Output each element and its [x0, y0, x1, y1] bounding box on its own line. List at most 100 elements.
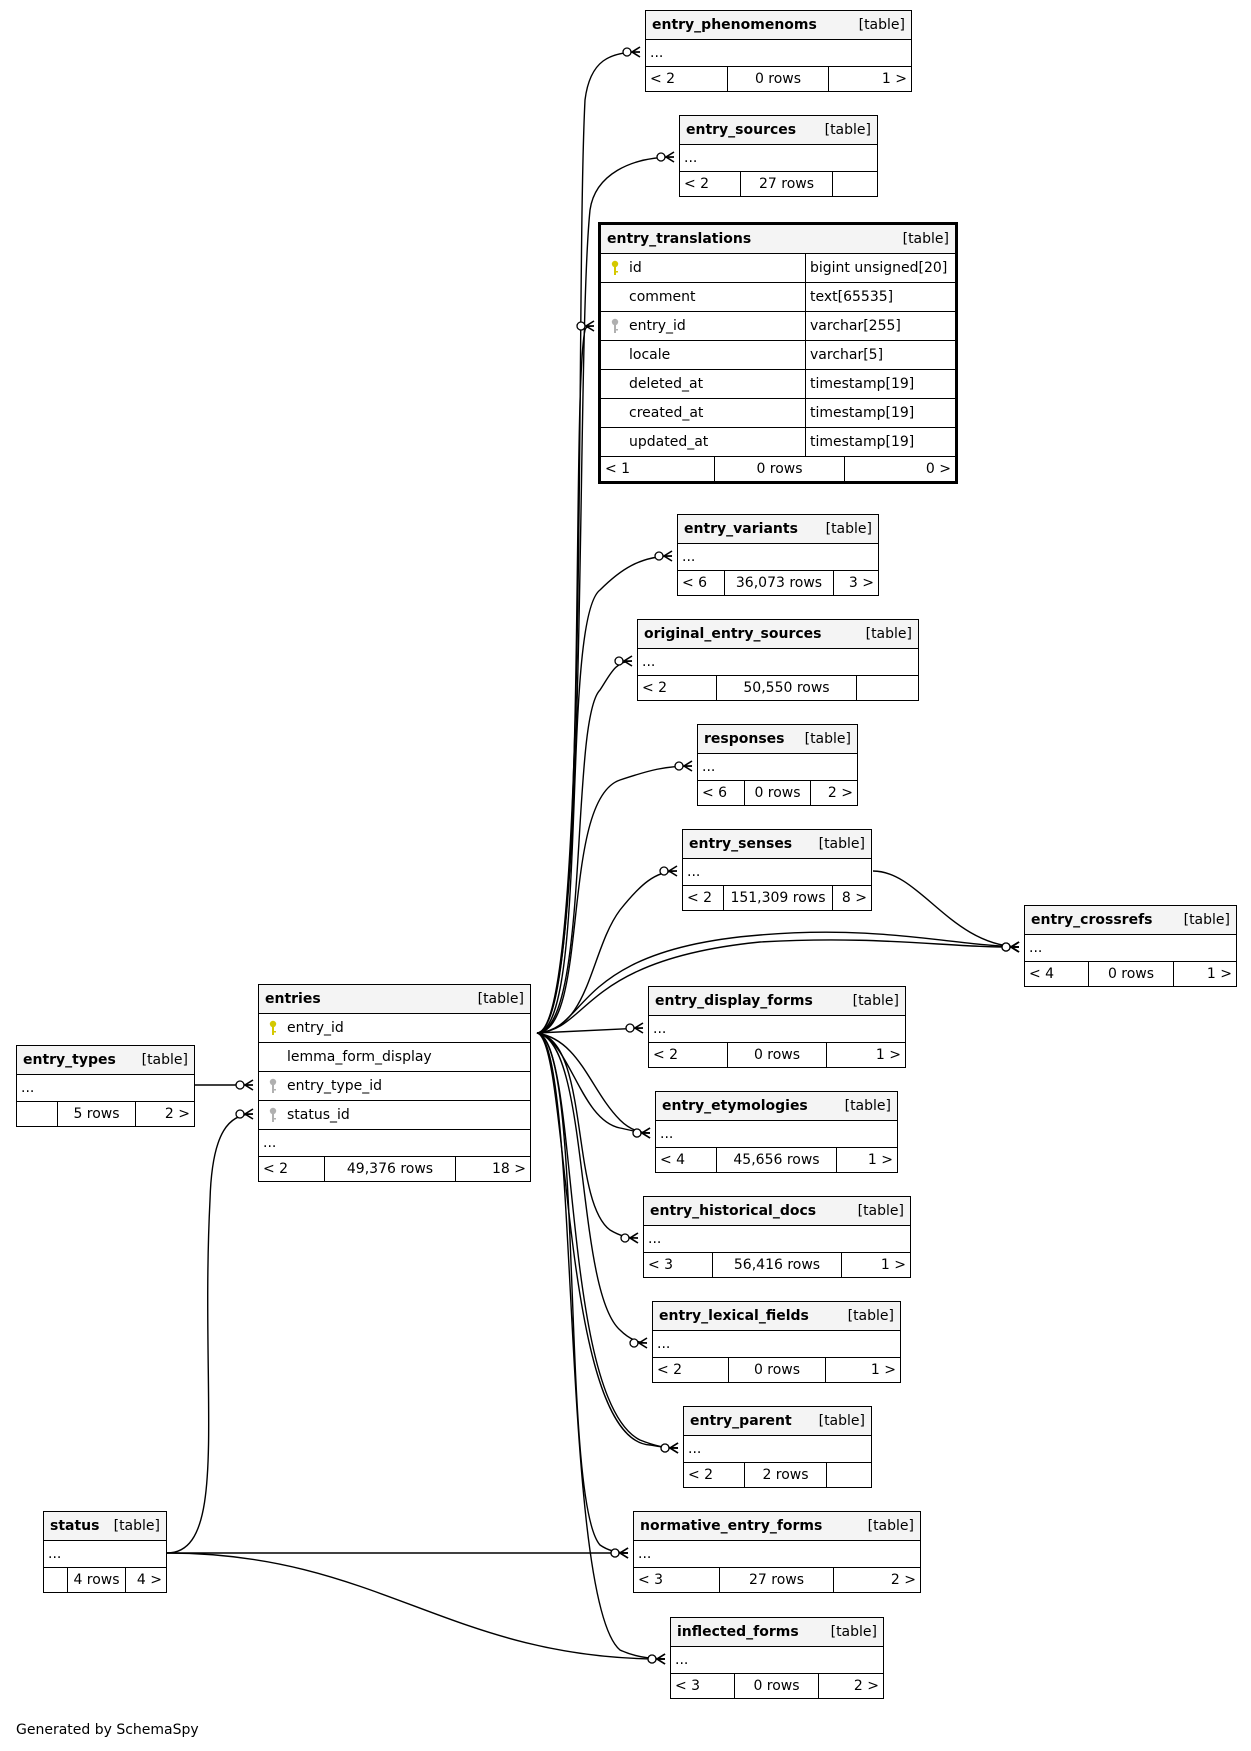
- parents-count[interactable]: < 2: [649, 1043, 728, 1067]
- table-name[interactable]: entry_parent: [690, 1413, 792, 1429]
- table-name[interactable]: entry_phenomenoms: [652, 17, 817, 33]
- children-count[interactable]: [827, 1463, 871, 1487]
- relationship-line[interactable]: [872, 870, 1020, 948]
- relationship-line[interactable]: [536, 765, 693, 1034]
- relationship-line[interactable]: [536, 51, 641, 1034]
- table-name[interactable]: inflected_forms: [677, 1624, 799, 1640]
- parents-count[interactable]: < 3: [671, 1674, 735, 1698]
- table-type: [table]: [857, 1203, 904, 1219]
- children-count[interactable]: [857, 676, 918, 700]
- children-count[interactable]: 18 >: [492, 1161, 526, 1177]
- children-count[interactable]: 2 >: [853, 1678, 879, 1694]
- relationship-line[interactable]: [536, 660, 633, 1034]
- relationship-line[interactable]: [536, 1032, 639, 1239]
- relationship-line[interactable]: [536, 325, 595, 1034]
- table-name[interactable]: entry_translations: [607, 231, 752, 247]
- children-count[interactable]: 0 >: [925, 461, 951, 477]
- relationship-line[interactable]: [166, 1552, 666, 1660]
- parents-count[interactable]: [17, 1102, 58, 1126]
- table-name[interactable]: entry_crossrefs: [1031, 912, 1153, 928]
- parents-count[interactable]: < 3: [634, 1568, 720, 1592]
- children-count[interactable]: 2 >: [827, 785, 853, 801]
- children-count[interactable]: 1 >: [867, 1152, 893, 1168]
- table-name[interactable]: entry_sources: [686, 122, 797, 138]
- parents-count[interactable]: < 2: [259, 1157, 325, 1181]
- parents-count[interactable]: < 2: [638, 676, 717, 700]
- children-count[interactable]: 1 >: [870, 1362, 896, 1378]
- parents-count[interactable]: < 6: [678, 571, 725, 595]
- table-name[interactable]: original_entry_sources: [644, 626, 822, 642]
- children-count[interactable]: [833, 172, 877, 196]
- column-row[interactable]: lemma_form_display: [259, 1043, 530, 1072]
- table-name[interactable]: normative_entry_forms: [640, 1518, 823, 1534]
- table-name[interactable]: entry_display_forms: [655, 993, 813, 1009]
- relationship-line[interactable]: [536, 939, 1020, 1034]
- relationship-line[interactable]: [536, 931, 1020, 1034]
- column-row[interactable]: entry_id: [259, 1014, 530, 1043]
- relationship-line[interactable]: [536, 1032, 666, 1660]
- relationship-line[interactable]: [536, 555, 673, 1034]
- parents-count[interactable]: < 4: [1025, 962, 1089, 986]
- table-name[interactable]: entries: [265, 991, 321, 1007]
- parents-count[interactable]: [44, 1568, 68, 1592]
- children-count[interactable]: 1 >: [875, 1047, 901, 1063]
- children-count[interactable]: 8 >: [841, 890, 867, 906]
- relationship-line[interactable]: [166, 1113, 254, 1554]
- children-count[interactable]: 1 >: [1206, 966, 1232, 982]
- parents-count[interactable]: < 2: [680, 172, 741, 196]
- column-row[interactable]: status_id: [259, 1101, 530, 1130]
- children-count[interactable]: 3 >: [848, 575, 874, 591]
- column-row[interactable]: entry_type_id: [259, 1072, 530, 1101]
- crows-foot-marker: [610, 1547, 629, 1559]
- table-name[interactable]: status: [50, 1518, 100, 1534]
- parents-count[interactable]: < 2: [646, 67, 728, 91]
- parents-count[interactable]: < 3: [644, 1253, 713, 1277]
- children-count[interactable]: 1 >: [881, 71, 907, 87]
- children-count[interactable]: 2 >: [164, 1106, 190, 1122]
- parents-count[interactable]: < 1: [601, 457, 715, 481]
- table-name[interactable]: entry_senses: [689, 836, 793, 852]
- children-count[interactable]: 2 >: [890, 1572, 916, 1588]
- children-count[interactable]: 1 >: [880, 1257, 906, 1273]
- children-count[interactable]: 4 >: [136, 1572, 162, 1588]
- table-name[interactable]: entry_etymologies: [662, 1098, 808, 1114]
- columns-ellipsis: ...: [1025, 935, 1236, 962]
- table-name[interactable]: entry_lexical_fields: [659, 1308, 809, 1324]
- parents-count[interactable]: < 4: [656, 1148, 717, 1172]
- column-name: entry_type_id: [287, 1078, 383, 1094]
- table-name[interactable]: entry_historical_docs: [650, 1203, 817, 1219]
- relationship-line[interactable]: [536, 1027, 644, 1034]
- parents-count[interactable]: < 2: [683, 886, 724, 910]
- parents-count[interactable]: < 2: [684, 1463, 745, 1487]
- table-name[interactable]: responses: [704, 731, 785, 747]
- table-name[interactable]: entry_variants: [684, 521, 798, 537]
- parents-count[interactable]: < 6: [698, 781, 745, 805]
- parents-count[interactable]: < 2: [653, 1358, 729, 1382]
- table-name[interactable]: entry_types: [23, 1052, 116, 1068]
